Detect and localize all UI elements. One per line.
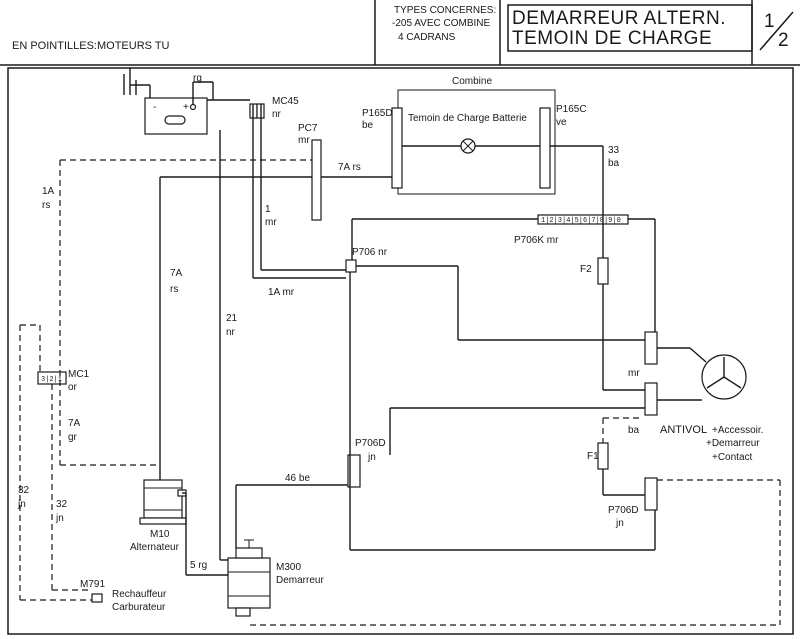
demarreur-plus-label: +Demarreur — [706, 438, 760, 449]
p706d-low-label: P706D — [608, 505, 639, 516]
p706d-low-color: jn — [615, 518, 624, 529]
p165c-color: ve — [556, 117, 567, 128]
rotary-switch: mr ba ANTIVOL +Accessoir. +Demarreur +Co… — [628, 331, 763, 463]
p706k-connector: 1|2|3|4|5|6|7|8|9|0 P706K mr 33 ba F2 — [514, 145, 629, 285]
battery-rg-label: rg — [193, 73, 202, 84]
wire-7a-rs-top: 7A rs — [338, 162, 361, 173]
wire-7a-rs-mid-color: rs — [170, 284, 178, 295]
types-line-1: TYPES CONCERNES: — [394, 5, 496, 16]
wire-32-b-color: jn — [55, 513, 64, 524]
combine-label: Combine — [452, 76, 492, 87]
wire-32-a: 32 — [18, 485, 30, 496]
wire-46-be: 46 be — [285, 473, 310, 484]
m791-label: M791 — [80, 579, 105, 590]
demarreur-label: Demarreur — [276, 575, 324, 586]
accessoir-label: +Accessoir. — [712, 425, 763, 436]
wire-1a-mr: 1A mr — [268, 287, 295, 298]
battery: - + rg — [123, 68, 214, 135]
dashed-wires — [19, 159, 781, 626]
page-total: 2 — [778, 30, 789, 51]
contact-plus-label: +Contact — [712, 452, 753, 463]
p706d-mid-connector: P706D jn 46 be — [285, 438, 386, 488]
temoin-label: Temoin de Charge Batterie — [408, 113, 527, 124]
wire-33-color: ba — [608, 158, 620, 169]
pc7-connector: PC7 mr 7A rs — [298, 123, 361, 221]
wire-21-color: nr — [226, 327, 236, 338]
svg-text:1|2|3|4|5|6|7|8|9|0: 1|2|3|4|5|6|7|8|9|0 — [541, 217, 621, 225]
p706k-label: P706K mr — [514, 235, 559, 246]
p165c-label: P165C — [556, 104, 587, 115]
drawing-frame — [7, 67, 794, 635]
p706-top-label: P706 nr — [352, 247, 388, 258]
alternateur-label: Alternateur — [130, 542, 180, 553]
p706-top-connector: P706 nr 1A mr 1 mr — [265, 204, 388, 298]
alternator: M10 Alternateur — [130, 479, 187, 553]
types-line-2: -205 AVEC COMBINE — [392, 18, 491, 29]
battery-minus: - — [153, 102, 156, 113]
wire-7a-rs-mid: 7A — [170, 268, 183, 279]
title-line-2: TEMOIN DE CHARGE — [512, 28, 712, 49]
m10-label: M10 — [150, 529, 170, 540]
wire-1a-left: 1A — [42, 186, 55, 197]
pc7-label: PC7 — [298, 123, 318, 134]
p706d-mid-color: jn — [367, 452, 376, 463]
wire-5-rg: 5 rg — [190, 560, 207, 571]
starter: M300 Demarreur 5 rg — [190, 539, 324, 617]
wire-1a-left-color: rs — [42, 200, 50, 211]
mc1-label: MC1 — [68, 369, 90, 380]
wire-7a-gr-color: gr — [68, 432, 78, 443]
svg-text:3|2|1: 3|2|1 — [41, 376, 62, 384]
wire-mr-right: mr — [628, 368, 640, 379]
wire-21: 21 — [226, 313, 238, 324]
battery-plus: + — [183, 102, 189, 113]
carburateur-label: Carburateur — [112, 602, 166, 613]
wire-32-b: 32 — [56, 499, 68, 510]
solid-wires — [159, 99, 707, 576]
rechauffeur-label: Rechauffeur — [112, 589, 167, 600]
m300-label: M300 — [276, 562, 301, 573]
fuse-f2-label: F2 — [580, 264, 592, 275]
title-block: EN POINTILLES:MOTEURS TU TYPES CONCERNES… — [0, 0, 800, 66]
wire-33: 33 — [608, 145, 620, 156]
p165d-color: be — [362, 120, 374, 131]
mc1-connector: 3|2|1 MC1 or 7A gr — [37, 369, 90, 443]
antivol-label: ANTIVOL — [660, 424, 707, 436]
page-number: 1 — [764, 11, 775, 32]
pc7-color: mr — [298, 135, 310, 146]
mc45-connector: MC45 nr — [249, 96, 299, 120]
wire-1: 1 — [265, 204, 271, 215]
mc45-label: MC45 — [272, 96, 299, 107]
title-line-1: DEMARREUR ALTERN. — [512, 8, 726, 29]
combine-block: Combine P165D be P165C ve Temoin de Char… — [362, 76, 587, 195]
p706d-mid-label: P706D — [355, 438, 386, 449]
fuse-f1: F1 P706D jn — [587, 442, 658, 529]
dotted-note: EN POINTILLES:MOTEURS TU — [12, 40, 170, 52]
wire-7a-gr: 7A — [68, 418, 81, 429]
wire-ba-antivol: ba — [628, 425, 640, 436]
mc45-color: nr — [272, 109, 282, 120]
rechauffeur: M791 Rechauffeur Carburateur — [80, 579, 167, 613]
p165d-label: P165D — [362, 108, 393, 119]
wire-32-a-color: jn — [17, 499, 26, 510]
wire-1-color: mr — [265, 217, 277, 228]
types-line-3: 4 CADRANS — [398, 32, 456, 43]
mc1-color: or — [68, 382, 78, 393]
fuse-f1-label: F1 — [587, 451, 599, 462]
